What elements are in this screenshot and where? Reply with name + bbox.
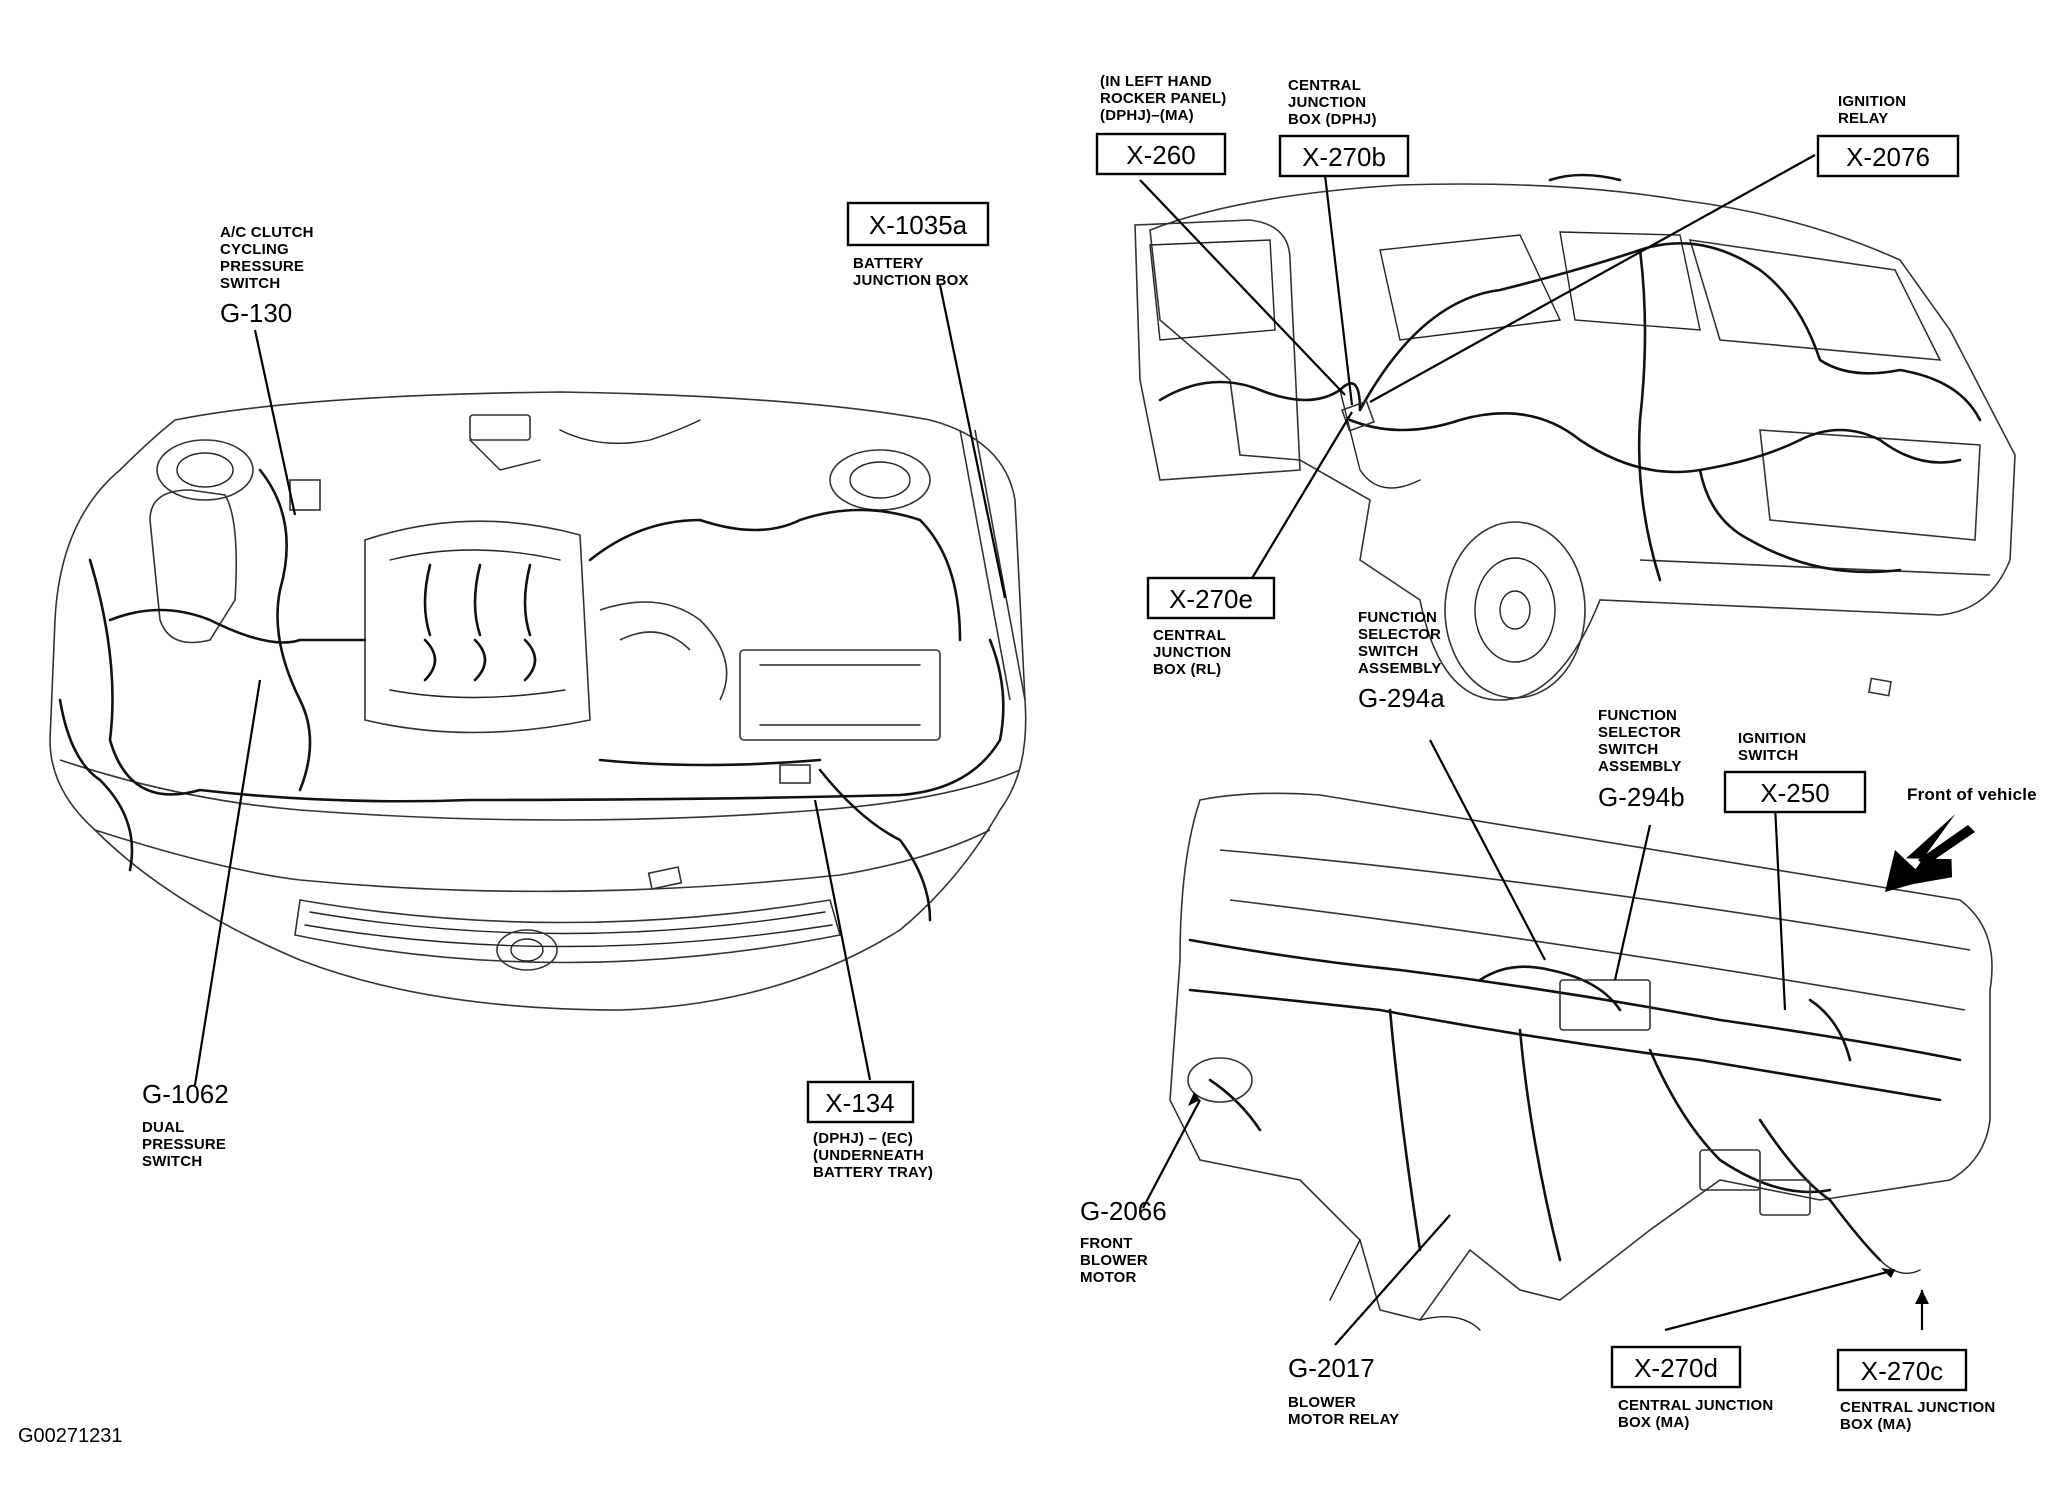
callout-desc: SWITCH (220, 275, 280, 292)
callout-box (1723, 770, 1867, 814)
callout-desc: FUNCTION (1598, 707, 1677, 724)
callout-desc: MOTOR (1080, 1269, 1137, 1286)
callout-x-270c: X-270c CENTRAL JUNCTION BOX (MA) (1836, 1348, 1995, 1433)
callout-desc: (IN LEFT HAND (1100, 73, 1212, 90)
callout-code: G-2017 (1288, 1353, 1375, 1383)
callout-x-270d: X-270d CENTRAL JUNCTION BOX (MA) (1610, 1345, 1773, 1431)
instrument-panel-illustration (1169, 792, 1993, 1331)
callout-desc: DUAL (142, 1119, 184, 1136)
callout-desc: RELAY (1838, 110, 1888, 127)
callout-code: X-270c (1861, 1356, 1943, 1386)
callout-desc: SWITCH (1738, 747, 1798, 764)
callout-code: G-1062 (142, 1079, 229, 1109)
callout-desc: ROCKER PANEL) (1100, 90, 1227, 107)
callout-code: G-294a (1358, 683, 1445, 713)
callout-code: G-294b (1598, 782, 1685, 812)
callout-desc: BATTERY TRAY) (813, 1164, 933, 1181)
callout-desc: SELECTOR (1598, 724, 1681, 741)
callout-desc: IGNITION (1838, 93, 1906, 110)
callout-desc: SWITCH (1598, 741, 1658, 758)
callout-box (1278, 134, 1410, 178)
callout-code: X-1035a (869, 210, 968, 240)
callout-g-294a: FUNCTION SELECTOR SWITCH ASSEMBLY G-294a (1358, 609, 1445, 713)
callout-g-2017: G-2017 BLOWER MOTOR RELAY (1288, 1353, 1399, 1428)
front-of-vehicle-label: Front of vehicle (1907, 785, 2037, 804)
callout-desc: FRONT (1080, 1235, 1133, 1252)
callout-desc: CENTRAL (1153, 627, 1226, 644)
callout-code: X-270d (1634, 1353, 1718, 1383)
callout-desc: BATTERY (853, 255, 924, 272)
callout-x-1035a: X-1035a BATTERY JUNCTION BOX (846, 201, 990, 289)
callout-desc: A/C CLUTCH (220, 224, 314, 241)
callout-desc: JUNCTION (1153, 644, 1231, 661)
callout-desc: ASSEMBLY (1358, 660, 1442, 677)
callout-desc: (DPHJ)–(MA) (1100, 107, 1194, 124)
callout-code: X-134 (825, 1088, 894, 1118)
front-direction-arrow (1897, 814, 1956, 887)
figure-id: G00271231 (18, 1425, 123, 1447)
callout-code: X-270b (1302, 142, 1386, 172)
callout-desc: BLOWER (1080, 1252, 1148, 1269)
callout-g-294b: FUNCTION SELECTOR SWITCH ASSEMBLY G-294b (1598, 707, 1685, 812)
callout-code: G-2066 (1080, 1196, 1167, 1226)
callout-box (1816, 134, 1960, 178)
callout-desc: (UNDERNEATH (813, 1147, 924, 1164)
callout-desc: PRESSURE (220, 258, 304, 275)
callout-desc: SELECTOR (1358, 626, 1441, 643)
engine-compartment-illustration (49, 391, 1027, 1011)
callout-desc: BLOWER (1288, 1394, 1356, 1411)
callout-x-134: X-134 (DPHJ) – (EC) (UNDERNEATH BATTERY … (806, 1080, 933, 1181)
front-of-vehicle-indicator: Front of vehicle (1885, 785, 2037, 892)
callout-code: G-130 (220, 298, 292, 328)
callout-code: X-260 (1126, 140, 1195, 170)
callout-g-2066: G-2066 FRONT BLOWER MOTOR (1080, 1196, 1167, 1286)
callout-desc: BOX (MA) (1840, 1416, 1912, 1433)
callout-desc: FUNCTION (1358, 609, 1437, 626)
callout-desc: (DPHJ) – (EC) (813, 1130, 913, 1147)
callout-box (1610, 1345, 1742, 1389)
callout-x-2076: IGNITION RELAY X-2076 (1816, 93, 1960, 178)
leader-lines (193, 154, 1929, 1346)
callout-box (1095, 132, 1227, 176)
vehicle-body-illustration (1134, 173, 2016, 701)
callout-desc: JUNCTION BOX (853, 272, 969, 289)
callout-box (806, 1080, 915, 1124)
callout-desc: SWITCH (1358, 643, 1418, 660)
callout-code: X-2076 (1846, 142, 1930, 172)
callout-desc: CENTRAL JUNCTION (1840, 1399, 1995, 1416)
callout-desc: CENTRAL JUNCTION (1618, 1397, 1773, 1414)
callout-desc: ASSEMBLY (1598, 758, 1682, 775)
callout-code: X-270e (1169, 584, 1253, 614)
callout-box (1146, 576, 1276, 620)
callout-desc: CENTRAL (1288, 77, 1361, 94)
callout-desc: PRESSURE (142, 1136, 226, 1153)
callout-x-260: (IN LEFT HAND ROCKER PANEL) (DPHJ)–(MA) … (1095, 73, 1227, 176)
callout-desc: BOX (RL) (1153, 661, 1221, 678)
callout-box (1836, 1348, 1968, 1392)
callout-box (846, 201, 990, 247)
callout-desc: SWITCH (142, 1153, 202, 1170)
callout-code: X-250 (1760, 778, 1829, 808)
callout-x-250: IGNITION SWITCH X-250 (1723, 730, 1867, 814)
callout-desc: IGNITION (1738, 730, 1806, 747)
callout-desc: CYCLING (220, 241, 289, 258)
callout-desc: BOX (DPHJ) (1288, 111, 1377, 128)
callout-desc: BOX (MA) (1618, 1414, 1690, 1431)
callout-x-270e: X-270e CENTRAL JUNCTION BOX (RL) (1146, 576, 1276, 678)
callout-g-130: A/C CLUTCH CYCLING PRESSURE SWITCH G-130 (220, 224, 314, 328)
callout-g-1062: G-1062 DUAL PRESSURE SWITCH (142, 1079, 229, 1170)
callout-desc: MOTOR RELAY (1288, 1411, 1399, 1428)
callout-x-270b: CENTRAL JUNCTION BOX (DPHJ) X-270b (1278, 77, 1410, 178)
callout-desc: JUNCTION (1288, 94, 1366, 111)
